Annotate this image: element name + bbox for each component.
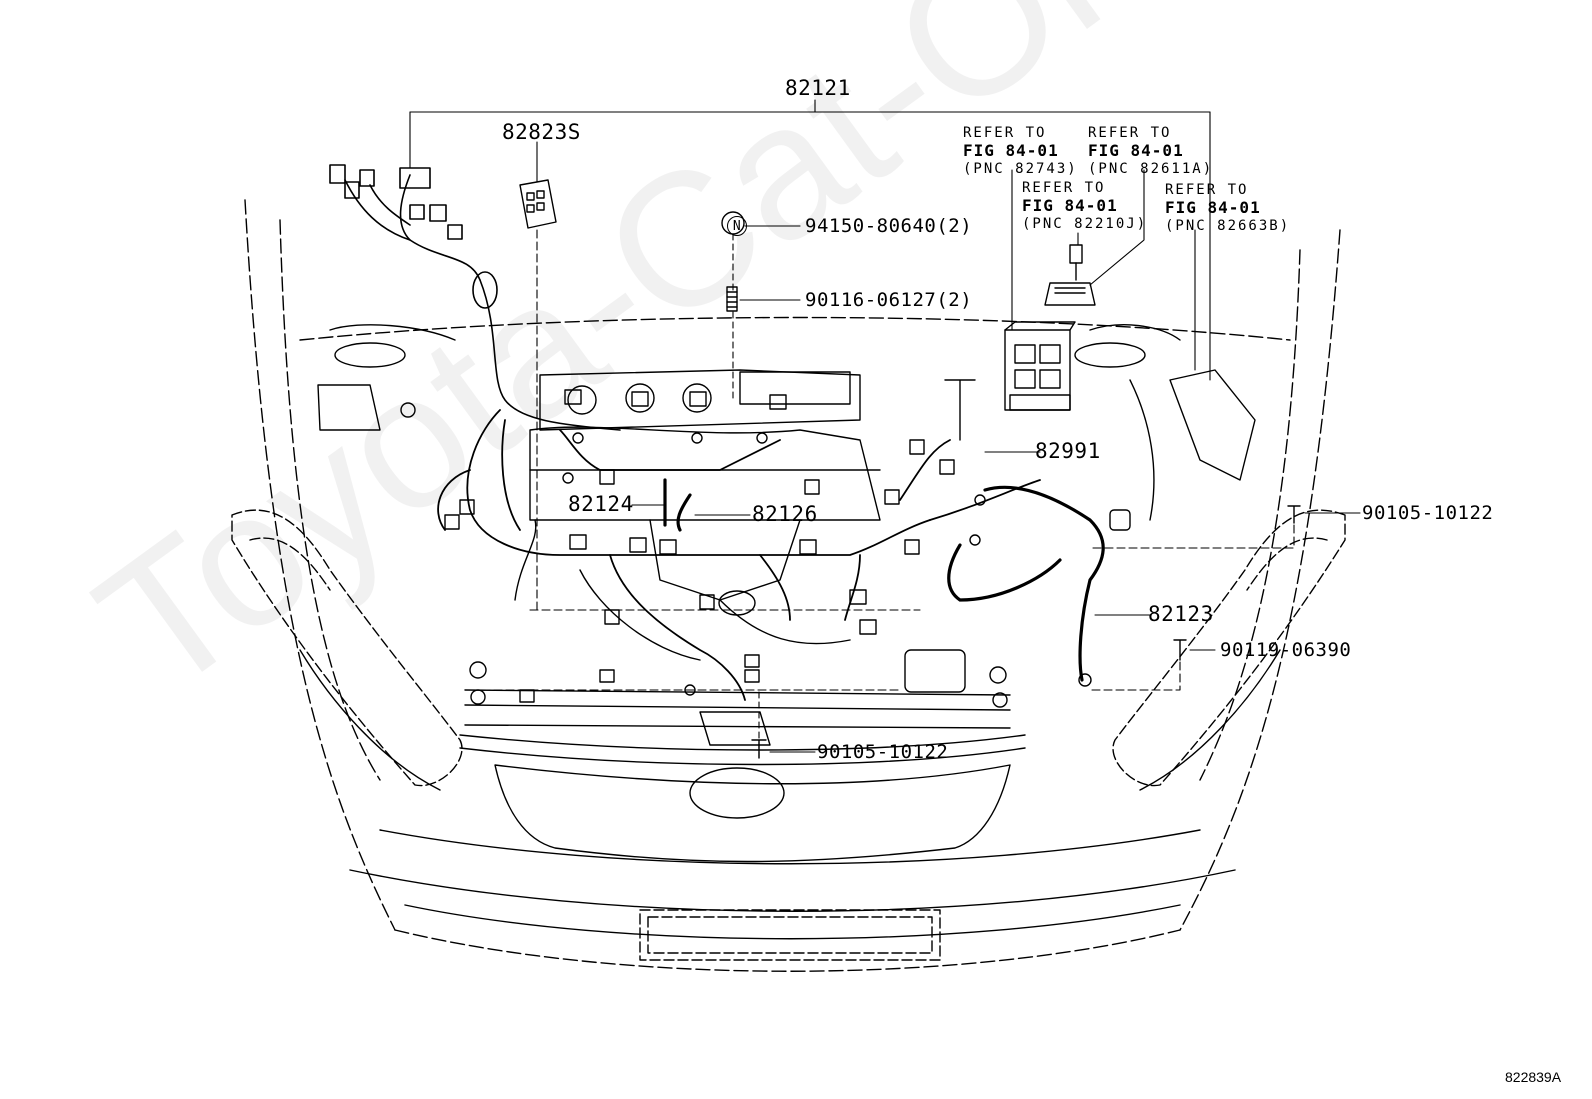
reference-line-1: REFER TO [1022,180,1106,196]
callout-90105-10122-right: 90105-10122 [1362,502,1494,524]
illustration-id: 822839A [1505,1069,1562,1085]
reference-line-3: (PNC 82611A) [1088,161,1214,177]
harness-pigtail [329,164,621,431]
reference-line-3: (PNC 82743) [963,161,1078,177]
license-plate [639,909,941,961]
front-body [299,649,1281,940]
reference-line-2: FIG 84-01 [1165,198,1261,217]
reference-line-1: REFER TO [963,125,1047,141]
reference-note-82611A: REFER TO FIG 84-01 (PNC 82611A) [1088,125,1213,178]
reference-line-2: FIG 84-01 [1088,141,1184,160]
reference-line-3: (PNC 82663B) [1165,218,1291,234]
headlamp-left [231,509,463,787]
reference-line-3: (PNC 82210J) [1022,216,1148,232]
reference-note-82743: REFER TO FIG 84-01 (PNC 82743) [963,125,1078,178]
battery-area [944,321,1256,481]
callout-82823S: 82823S [502,120,581,144]
reference-line-1: REFER TO [1088,125,1172,141]
callout-90116-06127: 90116-06127(2) [805,289,973,311]
harness-connectors [444,389,1131,703]
reference-note-82210J: REFER TO FIG 84-01 (PNC 82210J) [1022,180,1147,233]
callout-90105-10122-bottom: 90105-10122 [817,741,949,763]
connector-82823S [519,179,557,229]
nut-symbol-icon: N [727,216,747,236]
reference-line-2: FIG 84-01 [1022,196,1118,215]
callout-82126: 82126 [752,502,818,526]
callout-82121: 82121 [785,76,851,100]
relay-block [1044,244,1096,306]
leader-lines [409,99,1361,759]
callout-82991: 82991 [1035,439,1101,463]
callout-82123: 82123 [1148,602,1214,626]
reference-note-82663B: REFER TO FIG 84-01 (PNC 82663B) [1165,182,1290,235]
hood-outline [244,199,1341,972]
strut-tower-right [1074,324,1181,521]
reference-line-1: REFER TO [1165,182,1249,198]
callout-90119-06390: 90119-06390 [1220,639,1352,661]
headlamp-right [1112,509,1346,787]
ground-cables [663,478,1105,682]
radiator-support [464,649,1011,746]
callout-82124: 82124 [568,492,634,516]
callout-94150-80640: 94150-80640(2) [805,215,973,237]
reference-line-2: FIG 84-01 [963,141,1059,160]
strut-tower-left [317,324,456,431]
engine-block [514,369,881,661]
